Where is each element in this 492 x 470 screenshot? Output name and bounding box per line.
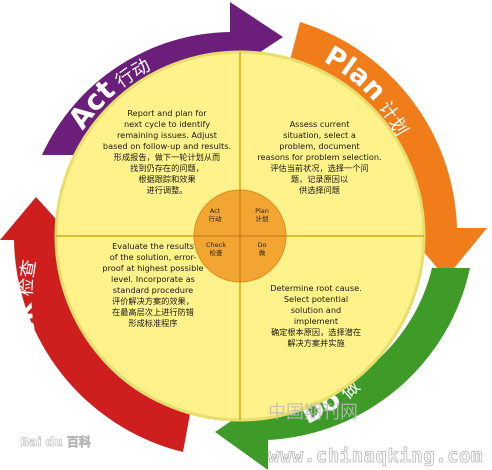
url-watermark: www.chinaqking.com xyxy=(268,445,483,468)
cn-site-watermark: 中国期刊网 xyxy=(268,402,358,423)
center-act-label: Act 行动 xyxy=(208,207,222,223)
check-quadrant-text: Evaluate the results of the solution, er… xyxy=(102,241,204,328)
center-plan-label: Plan 计划 xyxy=(255,207,269,223)
plan-quadrant-text: Assess current situation, select a probl… xyxy=(257,119,382,195)
baidu-watermark: Bai du 百科 xyxy=(20,435,91,450)
do-quadrant-text: Determine root cause. Select potential s… xyxy=(270,283,362,348)
do-arrow-body xyxy=(215,268,470,470)
center-check-label: Check 检查 xyxy=(206,241,226,257)
act-quadrant-text: Report and plan for next cycle to identi… xyxy=(102,108,232,195)
center-do-label: Do 做 xyxy=(257,241,267,257)
check-arrow-label: Check检查 xyxy=(8,258,63,401)
plan-arrow-body xyxy=(290,22,487,278)
check-arrow: Check检查 xyxy=(0,197,190,452)
check-arrow-body xyxy=(0,197,190,452)
